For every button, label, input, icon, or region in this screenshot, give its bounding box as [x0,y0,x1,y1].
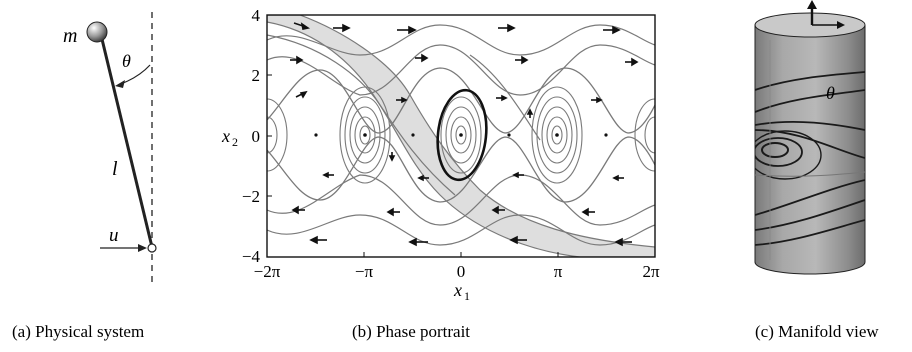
equilibrium-point [459,133,463,137]
cylinder-body [754,25,866,275]
cylinder-top-rim [754,12,866,38]
pendulum-rod [99,34,154,248]
y-tick-label: −2 [242,187,260,206]
manifold-gridline [755,171,865,177]
manifold-spiral [755,130,822,180]
saddle-point [411,133,415,137]
cylinder-manifold [754,0,866,275]
y-tick-label: 2 [252,66,261,85]
theta-dot-arrowhead [807,0,817,9]
saddle-point [507,133,511,137]
caption-manifold-view: (c) Manifold view [755,322,879,341]
y-axis-label: x [221,126,230,146]
saddle-point [314,133,318,137]
x-tick-label: 0 [457,262,466,281]
spiral-edge-left [267,98,288,172]
separatrix-lower [267,136,655,203]
angle-arrowhead [115,80,125,88]
x-axis-label: x [453,280,462,300]
manifold-trajectory [755,71,865,91]
y-tick-label: −4 [242,247,261,266]
y-axis-label-subscript: 2 [232,135,238,149]
manifold-trajectory [755,129,865,159]
input-label: u [109,225,119,246]
manifold-trajectory [755,179,865,216]
theta-arrowhead [837,21,845,29]
spiral-left [339,86,391,184]
x-tick-label: π [554,262,563,281]
caption-physical-system: (a) Physical system [12,322,144,341]
pivot-cart [147,243,157,253]
force-arrowhead [138,244,147,252]
equilibrium-point [363,133,367,137]
angle-label: θ [122,51,131,71]
caption-phase-portrait: (b) Phase portrait [352,322,470,341]
manifold-trajectory [755,219,865,246]
axis-ticks [266,14,656,258]
manifold-spiral [761,142,789,158]
x-tick-label: 2π [642,262,660,281]
manifold-trajectory [755,120,865,131]
highlighted-orbit [436,88,488,182]
theta-dot-label: θ̇ [805,0,820,4]
theta-label: θ [826,83,835,103]
saddle-point [604,133,608,137]
separatrix-upper [267,67,655,134]
y-tick-label: 4 [252,6,261,25]
phase-portrait [267,15,655,257]
equilibrium-point [555,133,559,137]
mass-label: m [63,25,77,47]
vector-field [290,22,639,247]
spiral-center [440,96,482,174]
x-tick-label: −2π [254,262,281,281]
manifold-spiral [755,137,803,167]
spiral-edge-right [634,98,655,172]
spiral-right [531,86,583,184]
length-label: l [112,158,118,180]
y-tick-label: 0 [252,127,261,146]
pendulum-mass [86,21,108,43]
manifold-trajectory [755,199,865,231]
x-tick-label: −π [355,262,374,281]
pendulum-diagram [86,12,157,282]
x-axis-label-subscript: 1 [464,289,470,303]
manifold-trajectory [755,89,865,113]
